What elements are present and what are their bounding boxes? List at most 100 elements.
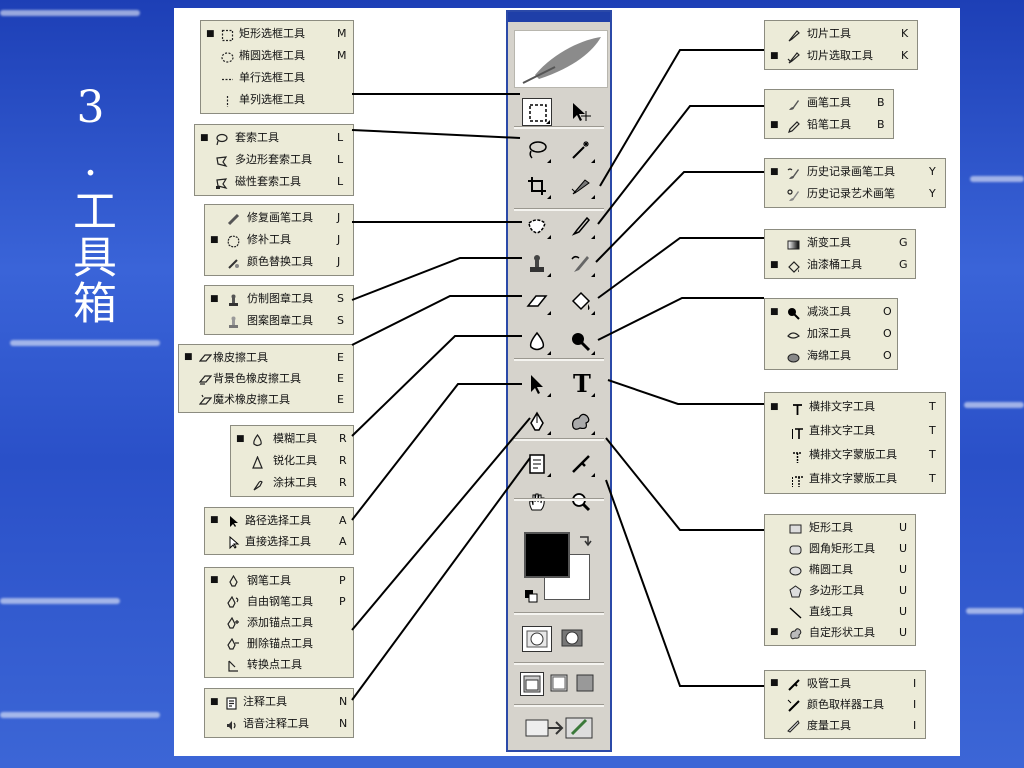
toolbox-separator <box>514 498 604 501</box>
tool-name: 铅笔工具 <box>807 118 851 131</box>
delete-anchor-icon <box>227 637 240 650</box>
screen-mode-standard-button[interactable] <box>520 672 544 696</box>
eyedropper-tool-button[interactable] <box>566 450 596 478</box>
shortcut-key: R <box>339 432 347 445</box>
move-tool-button[interactable] <box>566 98 596 126</box>
screen-mode-fullmenu-button[interactable] <box>548 672 570 694</box>
shortcut-key: E <box>337 351 344 364</box>
convert-point-icon <box>227 658 240 672</box>
background-streak <box>0 712 160 718</box>
foreground-color-swatch[interactable] <box>524 532 570 578</box>
pen-tool-button[interactable] <box>522 408 552 436</box>
slice-tool-button[interactable] <box>566 172 596 200</box>
tool-name: 颜色替换工具 <box>247 255 313 268</box>
tool-name: 单行选框工具 <box>239 71 305 84</box>
magic-wand-tool-button[interactable] <box>566 136 596 164</box>
color-sampler-icon <box>787 698 800 712</box>
background-streak <box>10 340 160 346</box>
flyout-indicator-icon <box>547 473 551 477</box>
brush-tool-button[interactable] <box>566 212 596 240</box>
flyout-indicator-icon <box>547 311 551 315</box>
active-tool-bullet: ■ <box>770 678 779 688</box>
rect-marquee-tool-button[interactable] <box>522 98 552 126</box>
shortcut-key: U <box>899 521 908 534</box>
shortcut-key: G <box>899 236 908 249</box>
quick-mask-mode-button[interactable] <box>558 626 586 650</box>
active-tool-bullet: ■ <box>770 51 779 61</box>
tool-name: 吸管工具 <box>807 677 851 690</box>
custom-shape-tool-button[interactable] <box>566 408 596 436</box>
ellipse-marquee-icon <box>221 50 234 63</box>
history-brush-tool-button[interactable] <box>566 250 596 278</box>
lasso-tool-button[interactable] <box>522 136 552 164</box>
standard-mode-button[interactable] <box>522 626 552 652</box>
shortcut-key: O <box>883 305 892 318</box>
path-select-tool-button[interactable] <box>522 370 552 398</box>
toolbox-separator <box>514 358 604 361</box>
tool-name: 减淡工具 <box>807 305 851 318</box>
flyout-indicator-icon <box>547 431 551 435</box>
shortcut-key: U <box>899 563 908 576</box>
tool-name: 模糊工具 <box>273 432 317 445</box>
zoom-tool-button[interactable] <box>566 488 596 516</box>
tool-name: 渐变工具 <box>807 236 851 249</box>
flyout-indicator-icon <box>547 393 551 397</box>
tool-name: 路径选择工具 <box>245 514 311 527</box>
active-tool-bullet: ■ <box>200 133 209 143</box>
type-tool-button[interactable]: T <box>566 369 596 398</box>
shortcut-key: U <box>899 605 908 618</box>
hand-tool-button[interactable] <box>522 488 552 516</box>
flyout-indicator-icon <box>547 195 551 199</box>
flyout-indicator-icon <box>591 473 595 477</box>
active-tool-bullet: ■ <box>210 294 219 304</box>
tool-name: 转换点工具 <box>247 658 302 671</box>
blur-tool-button[interactable] <box>522 328 552 356</box>
feather-logo <box>514 30 608 88</box>
shortcut-key: T <box>929 472 936 485</box>
paint-bucket-tool-button[interactable] <box>566 288 596 316</box>
shortcut-key: I <box>913 698 917 711</box>
background-streak <box>0 598 120 604</box>
dodge-tool-button[interactable] <box>566 328 596 356</box>
notes-icon <box>225 696 238 710</box>
tool-name: 切片工具 <box>807 27 851 40</box>
default-colors-icon[interactable] <box>524 588 538 603</box>
clone-stamp-tool-button[interactable] <box>522 250 552 278</box>
active-tool-bullet: ■ <box>770 167 779 177</box>
notes-tool-button[interactable] <box>522 450 552 478</box>
shortcut-key: N <box>339 695 348 708</box>
background-streak <box>964 402 1024 408</box>
tool-name: 切片选取工具 <box>807 49 873 62</box>
tool-name: 橡皮擦工具 <box>213 351 268 364</box>
healing-brush-tool-button[interactable] <box>522 212 552 240</box>
toolbox-titlebar[interactable] <box>508 12 610 22</box>
tool-name: 历史记录画笔工具 <box>807 165 895 178</box>
horizontal-type-icon <box>791 401 804 415</box>
column-marquee-icon <box>221 94 234 107</box>
tool-name: 直排文字蒙版工具 <box>809 472 897 485</box>
crop-tool-button[interactable] <box>522 172 552 200</box>
eraser-tool-button[interactable] <box>522 288 552 316</box>
swap-colors-icon[interactable] <box>578 532 592 547</box>
screen-mode-full-button[interactable] <box>574 672 596 694</box>
jump-to-imageready-button[interactable] <box>522 712 598 742</box>
shortcut-key: K <box>901 49 909 62</box>
tool-name: 注释工具 <box>243 695 287 708</box>
shortcut-key: U <box>899 542 908 555</box>
